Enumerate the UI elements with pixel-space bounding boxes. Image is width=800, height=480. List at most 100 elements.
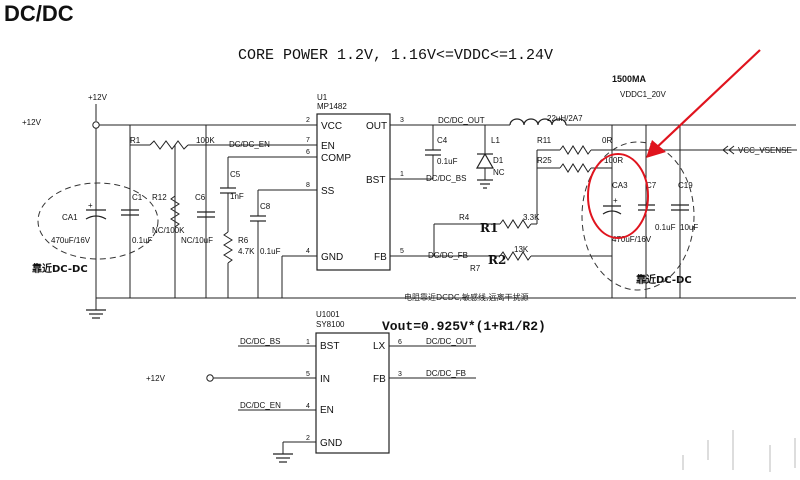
capacitor-ca3: +: [602, 196, 622, 215]
u1001-pin-gnd-num: 2: [306, 435, 310, 442]
r1-ref: R1: [130, 136, 141, 145]
resistor-r4: [499, 219, 532, 229]
note-near-dcdc-left: 靠近DC-DC: [32, 262, 88, 275]
u1-pin-out-num: 3: [400, 117, 404, 124]
ground-symbol-u1001: [273, 453, 293, 463]
r12-value: NC/100K: [152, 226, 185, 235]
diode-d1: [475, 152, 495, 169]
capacitor-c4: [425, 149, 441, 156]
ca1-value: 470uF/16V: [51, 236, 91, 245]
u1-pin-comp-name: COMP: [321, 153, 351, 164]
ic-u1: [316, 113, 391, 271]
ca3-ref: CA3: [612, 181, 628, 190]
supply-12v-label-top: +12V: [88, 93, 108, 102]
resistor-r12: [170, 195, 180, 228]
u1-pin-out-name: OUT: [366, 121, 387, 132]
supply-12v-terminal-bottom: [206, 374, 214, 382]
supply-12v-terminal: [92, 121, 100, 129]
c8-value: 0.1uF: [260, 247, 281, 256]
r4-value: 3.3K: [523, 213, 540, 222]
net-dcdc-bs-bottom: DC/DC_BS: [240, 337, 280, 346]
c4-ref: C4: [437, 136, 448, 145]
c5-ref: C5: [230, 170, 241, 179]
resistor-r11: [559, 145, 592, 155]
hand-label-r1: R1: [480, 221, 498, 235]
u1001-pin-en-num: 4: [306, 403, 310, 410]
page-title: DC/DC: [4, 1, 74, 26]
resistor-r1: [149, 140, 189, 150]
l1-ref: L1: [491, 136, 500, 145]
ground-symbol-d1: [477, 179, 493, 189]
vcc-vsense-connector: [722, 145, 735, 155]
u1-pin-ss-num: 8: [306, 182, 310, 189]
u1-part: MP1482: [317, 102, 347, 111]
c1-value: 0.1uF: [132, 236, 153, 245]
headline-core-power: CORE POWER 1.2V, 1.16V<=VDDC<=1.24V: [238, 47, 553, 64]
net-dcdc-en-top: DC/DC_EN: [229, 140, 270, 149]
resistor-r6: [223, 231, 233, 264]
c6-value: NC/10uF: [181, 236, 213, 245]
net-dcdc-bs-top: DC/DC_BS: [426, 174, 466, 183]
u1001-pin-fb-name: FB: [373, 374, 386, 385]
l1-value: 22uH/2A7: [547, 114, 583, 123]
u1001-ref: U1001: [316, 310, 340, 319]
red-arrow-icon: [646, 49, 761, 158]
svg-text:+: +: [613, 196, 618, 205]
c6-ref: C6: [195, 193, 206, 202]
capacitor-c6: [197, 211, 215, 218]
c4-value: 0.1uF: [437, 157, 458, 166]
u1-pin-bst-num: 1: [400, 171, 404, 178]
r11-value: 0R: [602, 136, 612, 145]
vout-formula: Vout=0.925V*(1+R1/R2): [382, 319, 546, 334]
u1-pin-vcc-num: 2: [306, 117, 310, 124]
inductor-l1: [509, 118, 567, 126]
r25-ref: R25: [537, 156, 552, 165]
r6-value: 4.7K: [238, 247, 255, 256]
u1001-pin-lx-name: LX: [373, 341, 386, 352]
supply-12v-label-bottom: +12V: [146, 374, 166, 383]
scribble-marks: [682, 430, 796, 472]
routing-note: 电阻靠近DCDC,敏感线,远离干扰源: [404, 292, 529, 302]
current-note: 1500MA: [612, 74, 647, 84]
u1-pin-comp-num: 6: [306, 149, 310, 156]
u1-pin-gnd-name: GND: [321, 252, 343, 263]
net-dcdc-fb-bottom: DC/DC_FB: [426, 369, 466, 378]
u1001-pin-fb-num: 3: [398, 371, 402, 378]
net-dcdc-fb-top: DC/DC_FB: [428, 251, 468, 260]
c19-ref: C19: [678, 181, 693, 190]
u1001-pin-in-name: IN: [320, 374, 330, 385]
u1-pin-bst-name: BST: [366, 175, 385, 186]
r7-ref: R7: [470, 264, 481, 273]
highlight-ellipse-right: [581, 141, 695, 291]
svg-text:+: +: [88, 201, 93, 210]
highlight-ellipse-left: [37, 182, 159, 260]
resistor-r7: [499, 251, 532, 261]
u1001-pin-bst-name: BST: [320, 341, 339, 352]
d1-value: NC: [493, 168, 505, 177]
resistor-r25: [559, 163, 592, 173]
u1-pin-fb-name: FB: [374, 252, 387, 263]
capacitor-ca1: +: [85, 201, 107, 220]
net-dcdc-out-bottom: DC/DC_OUT: [426, 337, 473, 346]
u1-ref: U1: [317, 93, 328, 102]
ca1-ref: CA1: [62, 213, 78, 222]
u1-pin-ss-name: SS: [321, 186, 335, 197]
d1-ref: D1: [493, 156, 504, 165]
u1001-pin-in-num: 5: [306, 371, 310, 378]
c5-value: 1nF: [230, 192, 244, 201]
supply-12v-label-left: +12V: [22, 118, 42, 127]
r1-value: 100K: [196, 136, 215, 145]
u1001-pin-bst-num: 1: [306, 339, 310, 346]
hand-label-r2: R2: [488, 253, 506, 267]
u1-pin-en-num: 7: [306, 137, 310, 144]
ground-symbol: [86, 309, 106, 319]
c19-value: 10uF: [680, 223, 698, 232]
c8-ref: C8: [260, 202, 271, 211]
net-vcc-vsense: VCC_VSENSE: [738, 146, 792, 155]
u1-pin-gnd-num: 4: [306, 248, 310, 255]
u1-pin-en-name: EN: [321, 141, 335, 152]
capacitor-c19: [671, 204, 689, 211]
c1-ref: C1: [132, 193, 143, 202]
net-dcdc-en-bottom: DC/DC_EN: [240, 401, 281, 410]
